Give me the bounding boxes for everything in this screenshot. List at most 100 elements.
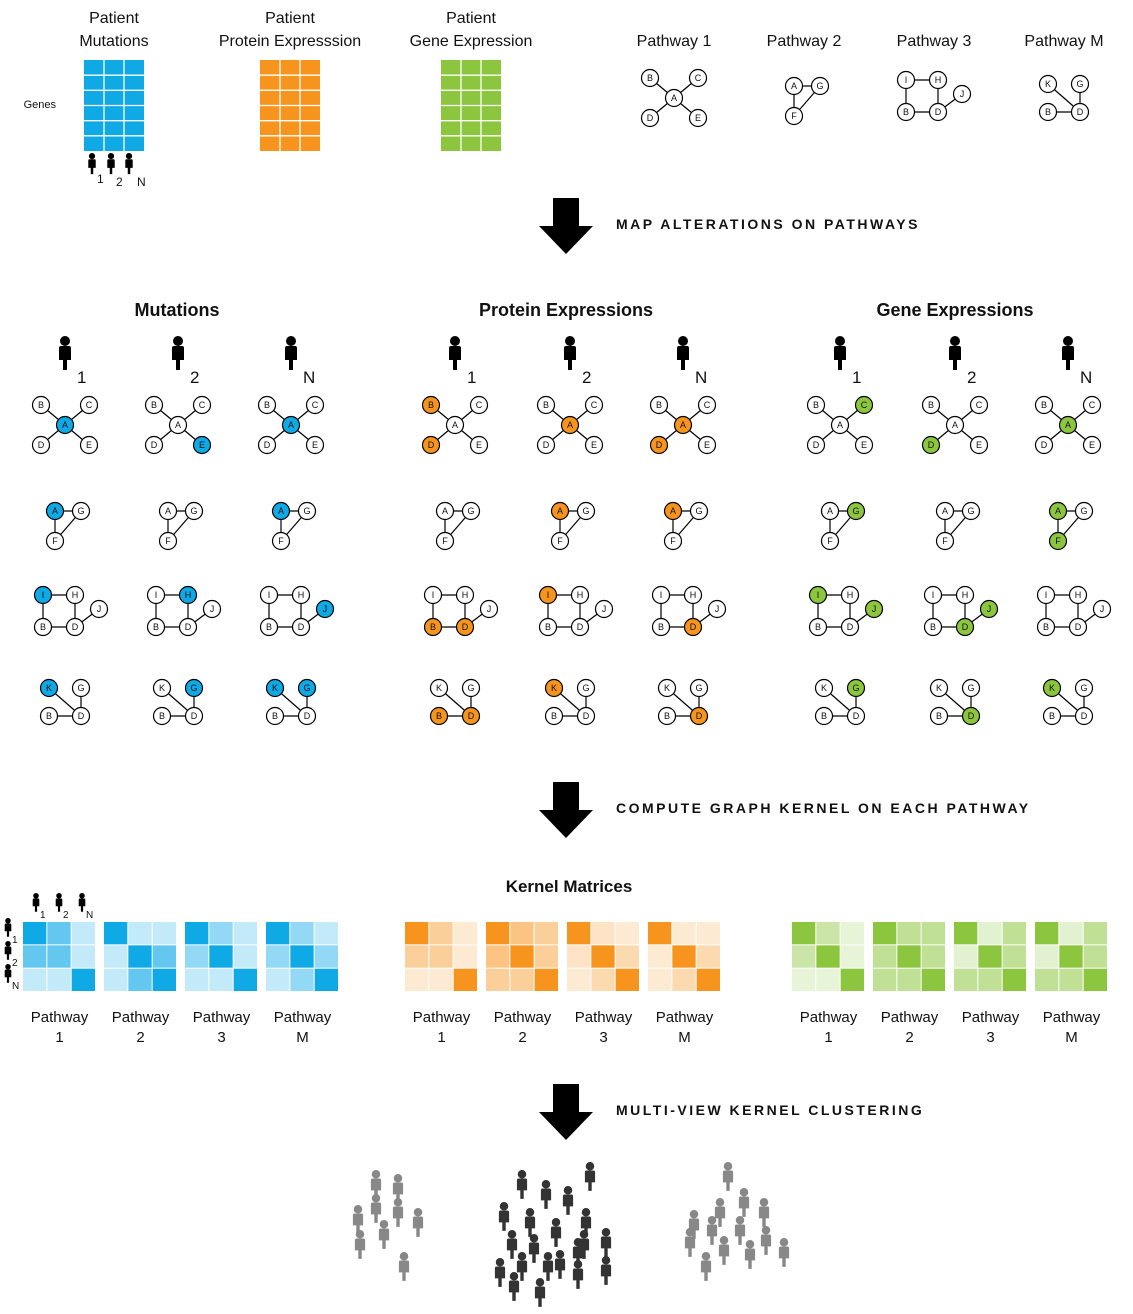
kernel-cell [510, 945, 534, 968]
gene-node-label: I [42, 590, 45, 600]
gene-node-F [784, 106, 804, 126]
person-body [677, 346, 689, 370]
gene-node-A [158, 501, 178, 521]
gene-node-label: E [591, 440, 597, 450]
input-title-line1: Patient [446, 10, 496, 27]
cluster-person-icon [760, 1226, 772, 1255]
kernel-cell [233, 945, 257, 968]
gene-node-label: H [298, 590, 305, 600]
gene-node-label: D [647, 113, 654, 123]
step-caption: COMPUTE GRAPH KERNEL ON EACH PATHWAY [616, 800, 1031, 816]
gene-node-E [1082, 435, 1102, 455]
gene-node-H [955, 585, 975, 605]
person-head [125, 153, 133, 160]
cluster-person-icon [562, 1186, 574, 1215]
kernel-pathway-index: 3 [599, 1029, 607, 1046]
person-body [572, 1246, 584, 1267]
gene-node-label: I [817, 590, 820, 600]
gene-node-A [673, 415, 693, 435]
person-head [551, 1218, 561, 1227]
person-head [950, 336, 960, 346]
kernel-cell [897, 922, 921, 945]
kernel-cell [648, 922, 672, 945]
gene-node-label: D [853, 711, 860, 721]
kernel-cell [792, 945, 816, 968]
gene-node-J [952, 84, 972, 104]
gene-node-B [1038, 102, 1058, 122]
gene-node-B [651, 617, 671, 637]
gene-node-label: I [905, 75, 908, 85]
person-body [125, 159, 133, 175]
gene-node-G [576, 678, 596, 698]
kernel-cell [290, 922, 314, 945]
person-body [32, 898, 40, 912]
step-arrow-icon [539, 782, 593, 838]
kernel-cell [314, 945, 338, 968]
gene-node-label: G [467, 506, 474, 516]
kernel-cell [816, 968, 840, 991]
gene-node-label: B [1045, 107, 1051, 117]
input-title-line1: Patient [265, 10, 315, 27]
gene-node-H [65, 585, 85, 605]
kernel-cell [47, 968, 71, 991]
kernel-cell [23, 968, 47, 991]
kernel-cell [567, 945, 591, 968]
gene-node-A [830, 415, 850, 435]
gene-node-A [1048, 501, 1068, 521]
gene-node-label: D [962, 622, 969, 632]
gene-node-label: B [40, 622, 46, 632]
gene-node-label: G [190, 683, 197, 693]
gene-node-label: A [1065, 420, 1071, 430]
gene-node-label: D [1077, 107, 1084, 117]
person-body [506, 1238, 518, 1259]
gene-node-label: A [942, 506, 948, 516]
gene-node-K [929, 678, 949, 698]
gene-node-label: G [303, 683, 310, 693]
kernel-cell [266, 968, 290, 991]
patient-icon [677, 336, 689, 370]
gene-node-label: B [658, 622, 664, 632]
person-body [600, 1236, 612, 1257]
person-body [738, 1196, 750, 1217]
gene-node-G [71, 678, 91, 698]
gene-node-label: F [942, 536, 948, 546]
kernel-pathway-label: Pathway [656, 1009, 714, 1026]
gene-node-label: I [155, 590, 158, 600]
person-head [379, 1220, 389, 1229]
person-body [758, 1206, 770, 1227]
gene-node-label: G [852, 683, 859, 693]
kernel-matrix [873, 922, 945, 991]
gene-node-label: G [852, 506, 859, 516]
person-head [5, 918, 11, 924]
kernel-cell [897, 968, 921, 991]
gene-node-B [923, 617, 943, 637]
gene-node-label: G [190, 506, 197, 516]
cluster-person-icon [580, 1208, 592, 1237]
gene-node-A [55, 415, 75, 435]
kernel-pathway-label: Pathway [274, 1009, 332, 1026]
kernel-cell [696, 945, 720, 968]
gene-node-label: D [298, 622, 305, 632]
gene-node-label: A [670, 506, 676, 516]
patient-icon [107, 153, 115, 175]
person-head [393, 1198, 403, 1207]
cluster-person-icon [354, 1230, 366, 1259]
gene-node-label: G [582, 683, 589, 693]
input-matrix-mutation [84, 60, 144, 151]
gene-node-label: B [428, 400, 434, 410]
kernel-cell [290, 945, 314, 968]
person-head [835, 336, 845, 346]
gene-node-B [259, 617, 279, 637]
patient-index-label: 2 [967, 368, 976, 387]
person-head [499, 1202, 509, 1211]
gene-node-H [455, 585, 475, 605]
kernel-cell [978, 968, 1002, 991]
